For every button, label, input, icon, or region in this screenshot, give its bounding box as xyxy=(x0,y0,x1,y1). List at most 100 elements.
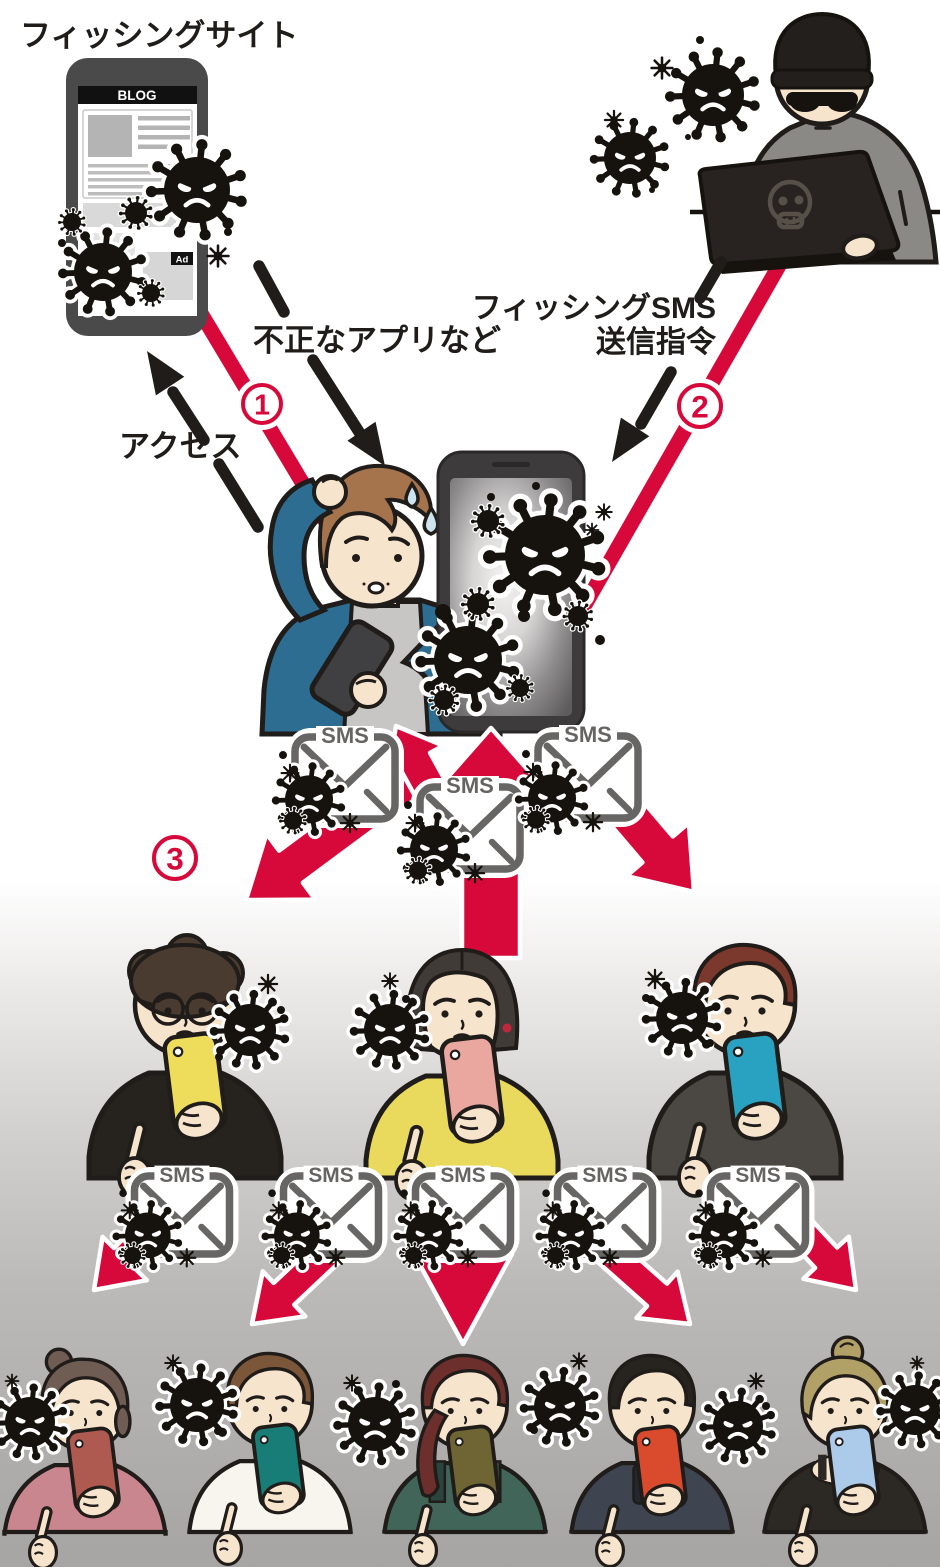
holding-hand xyxy=(456,1483,498,1517)
virus-icon xyxy=(117,194,155,232)
virus-speck-icon xyxy=(257,973,279,995)
step-number: 3 xyxy=(166,840,184,876)
virus-icon xyxy=(277,805,308,836)
virus-dot xyxy=(58,239,66,247)
virus-cluster xyxy=(54,134,252,321)
person-blonde-woman xyxy=(762,1335,928,1567)
sms-label: SMS xyxy=(321,723,369,748)
virus-icon xyxy=(532,1197,609,1274)
flow-arrowhead xyxy=(347,421,385,466)
sms-envelope-icon: SMS xyxy=(393,773,529,890)
virus-icon xyxy=(459,585,497,623)
sms-envelope-icon: SMS xyxy=(511,722,647,839)
virus-dot xyxy=(119,1189,127,1197)
person-ponytail-woman xyxy=(382,1353,548,1567)
hacker-hand xyxy=(841,233,879,261)
virus-icon xyxy=(520,804,551,835)
skull-icon xyxy=(767,179,813,230)
virus-dot xyxy=(695,1189,703,1197)
sms-envelope-icon: SMS xyxy=(532,1164,662,1274)
virus-speck-icon xyxy=(523,762,543,782)
virus-speck-icon xyxy=(206,244,230,268)
holding-hand xyxy=(734,1101,784,1141)
holding-hand xyxy=(174,1101,224,1141)
virus-cluster xyxy=(410,482,613,717)
virus-speck-icon xyxy=(280,763,300,783)
virus-dot xyxy=(649,187,655,193)
virus-dot xyxy=(642,994,650,1002)
virus-dot xyxy=(522,750,530,759)
hacker-figure xyxy=(586,11,939,274)
victim-bob-woman xyxy=(363,947,561,1201)
phishing-sms-label-line1: フィッシングSMS xyxy=(472,292,716,325)
sms-label: SMS xyxy=(582,1164,627,1187)
virus-speck-icon xyxy=(753,1248,773,1268)
virus-icon xyxy=(873,1368,940,1452)
contacts-row xyxy=(2,1335,928,1567)
virus-speck-icon xyxy=(120,1201,139,1220)
virus-speck-icon xyxy=(909,1355,925,1371)
virus-speck-icon xyxy=(603,109,625,131)
sms-envelope-icon: SMS xyxy=(685,1164,815,1274)
man-raised-arm xyxy=(267,477,334,623)
virus-icon xyxy=(135,277,166,308)
step-badge-two: 2 xyxy=(672,378,728,434)
virus-speck-icon xyxy=(381,972,399,990)
virus-speck-icon xyxy=(343,1374,361,1392)
virus-icon xyxy=(660,43,764,147)
virus-dot xyxy=(696,36,704,44)
virus-speck-icon xyxy=(464,862,486,884)
victim-auburn-man xyxy=(646,942,844,1198)
virus-icon xyxy=(541,1241,570,1270)
virus-dot xyxy=(268,1189,276,1197)
virus-dot xyxy=(277,1006,285,1014)
sweat-drops xyxy=(404,480,440,536)
virus-dot xyxy=(392,1380,400,1388)
malicious-apps-label: 不正なアプリなど xyxy=(253,323,501,358)
virus-dot xyxy=(400,1189,408,1197)
virus-speck-icon xyxy=(600,1248,620,1268)
holding-hand xyxy=(836,1483,878,1517)
step-badge-three: 3 xyxy=(147,830,203,886)
virus-speck-icon xyxy=(543,1201,562,1220)
virus-icon xyxy=(477,488,611,622)
virus-icon xyxy=(206,986,293,1074)
virus-speck-icon xyxy=(164,1354,182,1372)
virus-speck-icon xyxy=(177,1248,197,1268)
infected-phone xyxy=(410,450,613,734)
virus-dot xyxy=(932,1379,940,1387)
phishing-sms-label-line2: 送信指令 xyxy=(596,325,717,359)
sms-label: SMS xyxy=(735,1164,780,1187)
virus-dot xyxy=(215,1053,223,1061)
sms-label: SMS xyxy=(159,1164,204,1187)
virus-speck-icon xyxy=(595,503,613,521)
virus-icon xyxy=(586,114,673,202)
flow-arrowhead xyxy=(612,417,650,462)
flow-arrows-black xyxy=(147,256,727,533)
victims-row xyxy=(86,933,844,1201)
virus-speck-icon xyxy=(582,811,604,833)
virus-dot xyxy=(595,635,605,645)
phishing-site-phone: BLOG Ad xyxy=(54,58,252,336)
step-number: 2 xyxy=(691,388,709,424)
virus-speck-icon xyxy=(644,968,666,990)
virus-dot xyxy=(279,751,287,760)
virus-icon xyxy=(638,974,725,1062)
virus-speck-icon xyxy=(747,1372,765,1390)
virus-speck-icon xyxy=(570,1352,588,1370)
virus-icon xyxy=(118,1241,147,1270)
virus-icon xyxy=(268,759,349,840)
sunglasses-icon xyxy=(786,92,858,112)
virus-dot xyxy=(402,995,410,1003)
man-hand-on-head xyxy=(312,474,348,510)
virus-dot xyxy=(518,610,530,622)
sms-label: SMS xyxy=(446,773,494,798)
sms-envelope-icon: SMS xyxy=(258,1164,388,1274)
virus-dot xyxy=(530,1426,538,1434)
sms-label: SMS xyxy=(564,722,612,747)
virus-icon xyxy=(402,855,433,886)
virus-icon xyxy=(696,1384,779,1468)
virus-dot xyxy=(685,134,691,140)
holding-hand xyxy=(451,1104,501,1144)
